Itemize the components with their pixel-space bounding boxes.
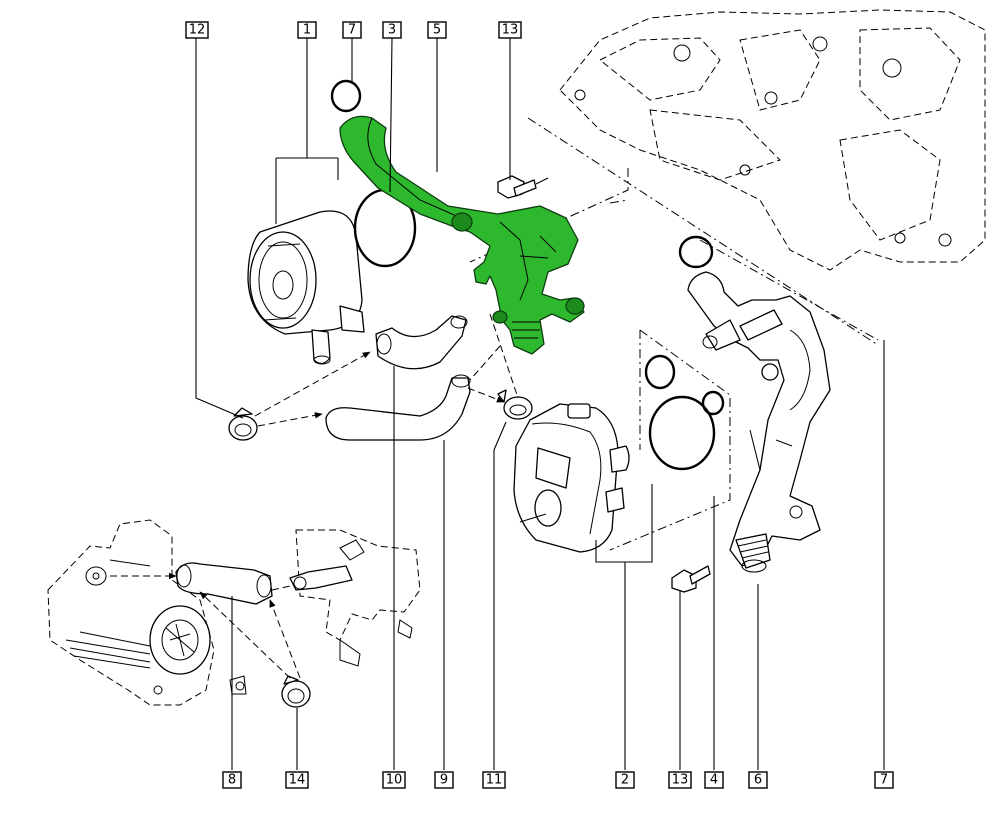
svg-text:6: 6 — [754, 773, 762, 788]
callout-6: 6 — [748, 771, 768, 789]
svg-text:5: 5 — [433, 23, 441, 38]
callout-5: 5 — [427, 21, 447, 39]
callout-14: 14 — [285, 771, 309, 789]
callout-7-bottom: 7 — [874, 771, 894, 789]
coolant-outlet-part-6 — [687, 271, 831, 573]
svg-text:2: 2 — [621, 773, 629, 788]
o-ring-part-7-right — [678, 235, 714, 269]
oil-cooler-part-2 — [513, 403, 630, 553]
o-ring-part-4-mini — [701, 390, 725, 416]
callout-13-top: 13 — [498, 21, 522, 39]
svg-text:8: 8 — [228, 773, 236, 788]
svg-text:11: 11 — [486, 773, 503, 788]
svg-text:13: 13 — [672, 773, 689, 788]
svg-text:9: 9 — [440, 773, 448, 788]
callout-10: 10 — [382, 771, 406, 789]
svg-text:13: 13 — [502, 23, 519, 38]
bolt-part-13-top — [497, 175, 549, 199]
assembly-direction-arrows — [254, 313, 519, 427]
callout-8: 8 — [222, 771, 242, 789]
o-ring-part-4-large — [648, 395, 716, 471]
oil-cooler-part-1 — [247, 210, 365, 365]
hose-clamp-part-11 — [497, 389, 533, 420]
callout-11: 11 — [482, 771, 506, 789]
svg-text:14: 14 — [289, 773, 306, 788]
leader-lines — [195, 37, 885, 770]
svg-text:4: 4 — [710, 773, 718, 788]
o-ring-part-4-small — [644, 354, 676, 390]
svg-text:7: 7 — [348, 23, 356, 38]
thermostat-housing-outline — [289, 529, 421, 667]
hose-part-8 — [175, 562, 273, 605]
callout-1: 1 — [297, 21, 317, 39]
bolt-part-13-bottom — [671, 565, 711, 593]
hose-part-10 — [375, 315, 468, 370]
svg-text:12: 12 — [189, 23, 206, 38]
callout-13-bottom: 13 — [668, 771, 692, 789]
lower-assembly-arrows — [110, 572, 301, 679]
svg-text:3: 3 — [388, 23, 396, 38]
callout-2: 2 — [615, 771, 635, 789]
svg-text:1: 1 — [303, 23, 311, 38]
callout-4: 4 — [704, 771, 724, 789]
hose-part-9 — [325, 374, 471, 441]
hose-clamp-part-14 — [281, 675, 311, 708]
callout-3: 3 — [382, 21, 402, 39]
callout-7-top: 7 — [342, 21, 362, 39]
callout-9: 9 — [434, 771, 454, 789]
hose-clamp-part-12 — [228, 407, 258, 441]
egr-cooler-outline — [47, 519, 247, 706]
water-pipe-part-5-highlighted — [339, 115, 585, 355]
o-ring-part-7-top — [330, 79, 362, 113]
engine-block-outline — [559, 9, 986, 271]
svg-text:10: 10 — [386, 773, 403, 788]
svg-text:7: 7 — [880, 773, 888, 788]
callout-12: 12 — [185, 21, 209, 39]
